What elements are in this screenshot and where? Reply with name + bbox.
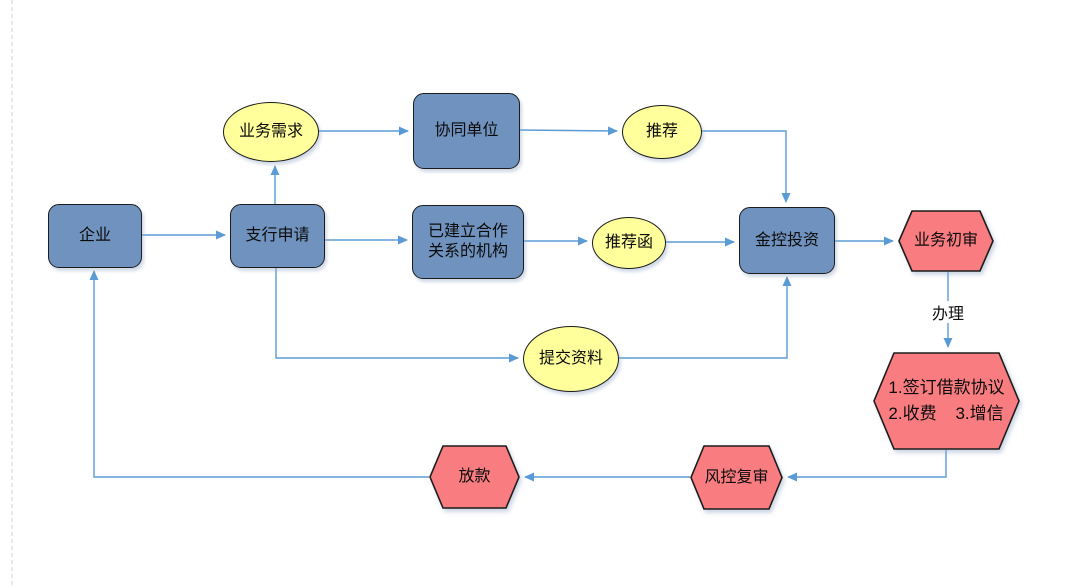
- hexagon-shape: [898, 210, 994, 272]
- node-recommend: 推荐: [622, 105, 702, 159]
- node-sign-agreement-line2: 2.收费 3.增信: [888, 404, 1004, 423]
- node-recommendation-letter-label: 推荐函: [604, 234, 653, 251]
- arrow-loan-to-enterprise: [89, 270, 429, 478]
- node-business-demand-label: 业务需求: [238, 123, 303, 140]
- node-enterprise: 企业: [48, 204, 142, 268]
- node-jinkong-investment: 金控投资: [739, 207, 835, 274]
- node-collaborating-unit: 协同单位: [413, 93, 520, 169]
- arrow-submit-to-jinkong: [617, 276, 792, 359]
- node-business-initial-review-label: 业务初审: [913, 232, 978, 249]
- hexagon-shape: [873, 352, 1020, 450]
- node-enterprise-label: 企业: [78, 227, 111, 244]
- node-business-demand: 业务需求: [223, 102, 319, 162]
- node-collaborating-unit-label: 协同单位: [434, 122, 499, 139]
- arrow-agreement-to-risk-review: [787, 450, 947, 482]
- node-recommend-label: 推荐: [645, 123, 678, 140]
- node-branch-application: 支行申请: [230, 204, 325, 268]
- edge-label-handle: 办理: [926, 301, 970, 323]
- node-loan-disbursement: 放款: [429, 445, 520, 509]
- node-risk-control-review-label: 风控复审: [704, 468, 769, 486]
- node-submit-materials: 提交资料: [523, 326, 619, 392]
- arrow-recommend-to-jinkong: [700, 130, 791, 203]
- node-business-initial-review: 业务初审: [898, 210, 994, 272]
- hexagon-shape: [690, 445, 783, 510]
- node-established-partner-label: 已建立合作关系的机构: [427, 223, 508, 260]
- node-sign-agreement-line1: 1.签订借款协议: [888, 377, 1005, 397]
- node-recommendation-letter: 推荐函: [592, 217, 666, 269]
- arrow-collab-to-recommend: [517, 126, 618, 136]
- node-established-partner: 已建立合作关系的机构: [412, 205, 524, 279]
- node-sign-agreement: 1.签订借款协议 2.收费 3.增信: [873, 352, 1020, 450]
- arrow-branch-to-submit: [275, 266, 519, 363]
- node-risk-control-review: 风控复审: [690, 445, 783, 510]
- node-loan-disbursement-label: 放款: [458, 468, 491, 485]
- node-branch-application-label: 支行申请: [245, 227, 310, 244]
- node-submit-materials-label: 提交资料: [538, 350, 603, 367]
- node-jinkong-investment-label: 金控投资: [754, 231, 819, 249]
- hexagon-shape: [429, 445, 520, 509]
